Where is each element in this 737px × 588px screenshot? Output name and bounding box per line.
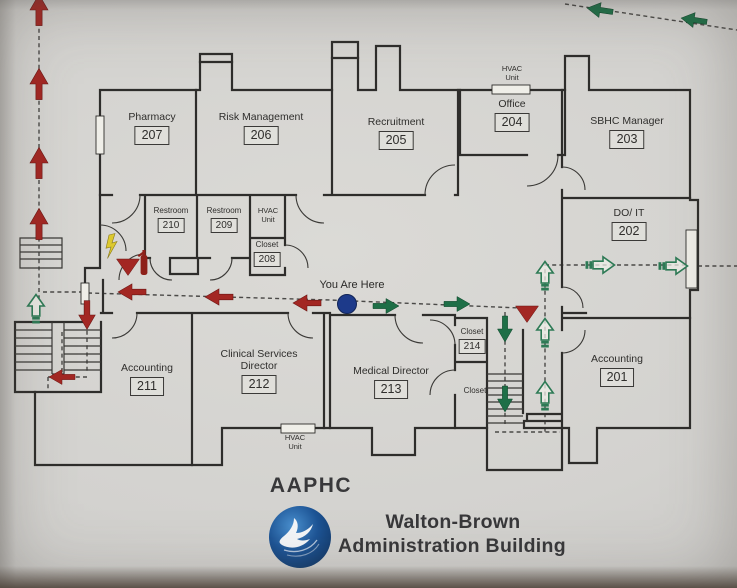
room-name: Pharmacy [128,111,176,123]
room-label-accounting-201: Accounting 201 [591,353,643,388]
room-label-recruitment: Recruitment 205 [367,116,425,151]
aaphc-logo-graphic [269,506,331,568]
room-name: Restroom [206,206,242,215]
hvac-line2: Unit [288,442,302,451]
red-up-arrow [29,67,49,101]
room-number: 205 [378,131,414,151]
room-label-closet-208: Closet 208 [253,240,281,268]
hvac-unit-label-top: HVAC Unit [502,64,522,82]
room-label-medical-director: Medical Director 213 [353,365,429,400]
red-left-arrow [48,369,76,385]
outline-right-arrow [657,256,689,276]
room-name: Restroom [153,206,189,215]
hvac-line2: Unit [505,73,519,82]
hvac-unit-label-mid: HVAC Unit [258,206,278,224]
red-left-arrow [117,283,147,301]
room-number: 210 [157,218,185,234]
room-number: 206 [243,126,279,146]
room-number: 212 [241,375,277,395]
room-name: Medical Director [353,365,429,377]
fire-alarm-icon [105,233,118,259]
room-label-sbhc-manager: SBHC Manager 203 [590,115,664,150]
room-name: Closet [255,240,279,249]
you-are-here-dot [337,294,357,314]
room-number: 209 [210,218,238,234]
room-number: 214 [458,339,486,355]
green-down-arrow [497,315,513,343]
room-number: 208 [253,252,281,268]
hvac-line1: HVAC [501,64,523,73]
room-name: Risk Management [218,111,304,123]
red-left-arrow [292,294,322,312]
outline-right-arrow [584,255,616,275]
room-number: 204 [494,113,530,133]
green-right-arrow [372,298,400,314]
aaphc-logo [268,505,332,569]
room-name: Clinical Services Director [220,348,298,373]
room-name: SBHC Manager [590,115,664,127]
red-down-arrow [78,300,96,330]
hvac-line2: Unit [261,215,275,224]
green-left-arrow [585,0,615,20]
room-label-restroom-210: Restroom 210 [153,206,189,234]
hvac-line1: HVAC [257,206,279,215]
room-label-pharmacy: Pharmacy 207 [128,111,176,146]
outline-up-arrow [535,260,555,292]
you-are-here-label: You Are Here [319,279,385,291]
green-down-arrow [497,385,513,413]
hvac-unit-label-bottom: HVAC Unit [285,433,305,451]
room-number: 213 [373,380,409,400]
door-swings [99,154,586,396]
room-label-office: Office 204 [494,98,530,133]
room-name: Accounting [121,362,173,374]
room-label-risk-management: Risk Management 206 [218,111,304,146]
room-label-accounting-211: Accounting 211 [121,362,173,397]
org-acronym: AAPHC [269,474,353,497]
exterior-walls [13,40,700,472]
room-name: DO/ IT [613,207,645,219]
red-up-arrow [29,146,49,180]
closet-label: Closet [463,386,487,395]
room-label-do-it: DO/ IT 202 [611,207,647,242]
room-label-clinical-services-director: Clinical Services Director 212 [212,348,307,395]
room-name: Closet [460,327,484,336]
green-right-arrow [443,296,471,312]
red-up-arrow [29,0,49,27]
room-name: Office [498,98,526,110]
room-name: Recruitment [367,116,425,128]
room-label-closet-214: Closet 214 [458,327,486,355]
secondary-route-arrows-green [372,0,709,413]
room-number: 201 [599,368,635,388]
fire-extinguisher-icon [137,250,148,275]
outline-up-arrow [535,380,555,412]
interior-walls [33,56,692,467]
hvac-line1: HVAC [284,433,306,442]
building-name-line2: Administration Building [338,535,566,557]
red-up-arrow [29,207,49,241]
door-markers [80,84,698,434]
room-number: 207 [134,126,170,146]
room-number: 211 [130,377,164,397]
outline-up-arrow [535,317,555,349]
red-triangle-marker [515,305,539,323]
building-name-line1: Walton-Brown [385,511,521,533]
primary-route-arrows-red [29,0,322,385]
room-name: Accounting [591,353,643,365]
red-left-arrow [204,288,234,306]
room-number: 202 [611,222,647,242]
green-left-arrow [679,10,709,30]
room-number: 203 [609,130,645,150]
outline-up-arrow [26,293,46,325]
room-label-restroom-209: Restroom 209 [206,206,242,234]
